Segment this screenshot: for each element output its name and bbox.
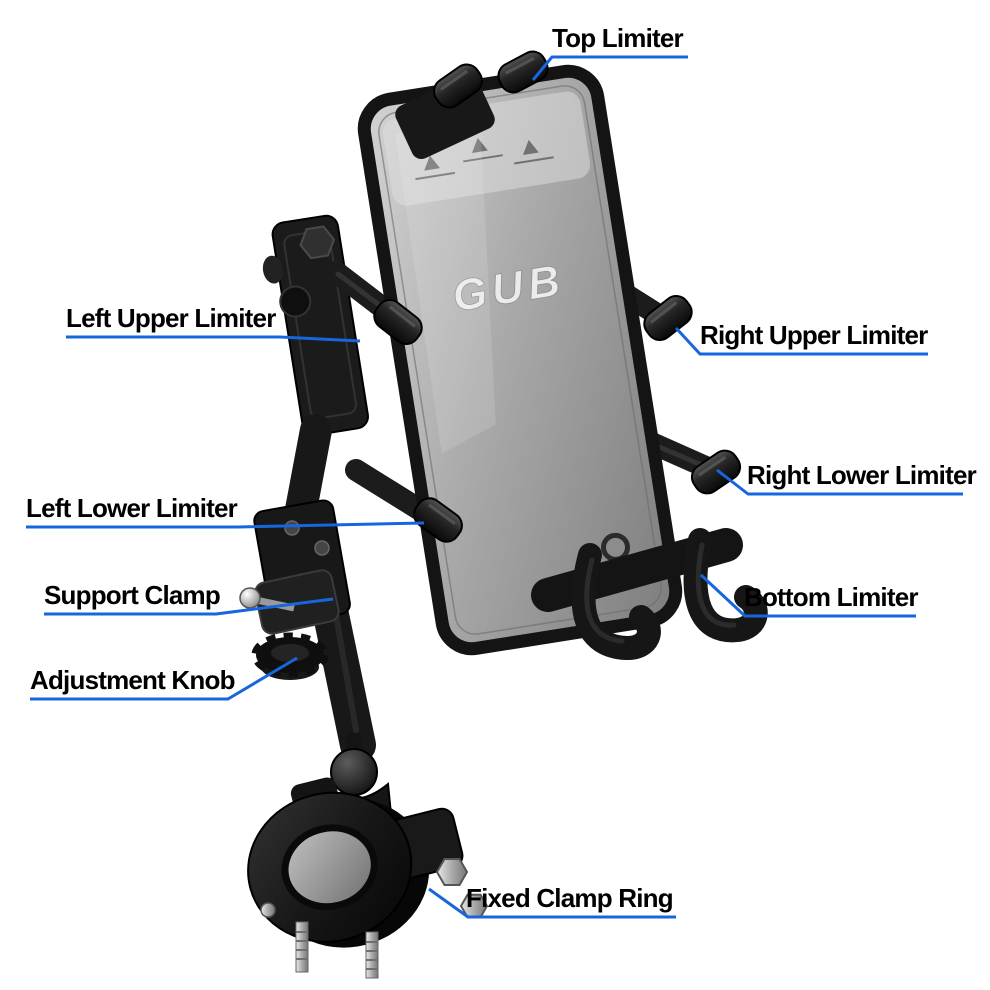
support-clamp-part: [239, 569, 340, 635]
grip-caps: [373, 50, 742, 543]
handlebar-cross-section: [281, 824, 378, 911]
right-upper-limiter-leader: [674, 326, 928, 356]
left-lower-limiter-cap: [413, 497, 463, 543]
screen-reflection: [395, 101, 496, 454]
support-clamp-ball: [239, 587, 261, 609]
label-right-lower-limiter: Right Lower Limiter: [747, 460, 977, 490]
bracket-hex-bolt: [299, 225, 336, 260]
clamp-screw-b: [365, 931, 379, 979]
bottom-limiter-leader: [699, 573, 916, 618]
bottom-limiter-hook-left: [571, 543, 661, 660]
label-support-clamp: Support Clamp: [44, 580, 221, 610]
bottom-cradle: [531, 528, 768, 660]
top-limiter-cap-b: [497, 50, 549, 94]
mounting-screws: [260, 858, 489, 979]
adjustment-knob-leader: [30, 656, 298, 701]
label-left-lower-limiter: Left Lower Limiter: [26, 493, 238, 523]
label-right-upper-limiter: Right Upper Limiter: [700, 320, 928, 350]
bracket-side-knob: [262, 255, 284, 284]
label-top-limiter: Top Limiter: [552, 23, 684, 53]
bottom-limiter-hook-right: [683, 528, 768, 643]
support-clamp-leader: [44, 597, 334, 616]
right-lower-limiter-leader: [716, 468, 963, 496]
top-limiter-leader: [531, 55, 688, 81]
label-fixed-clamp-ring: Fixed Clamp Ring: [466, 883, 674, 913]
left-lower-limiter-leader: [26, 521, 425, 529]
label-left-upper-limiter: Left Upper Limiter: [66, 303, 276, 333]
fixed-clamp-ring-part: [247, 777, 464, 948]
clamp-screw-a: [295, 921, 309, 973]
left-upper-limiter-leader: [66, 335, 361, 343]
top-limiter-cap-a: [433, 63, 483, 109]
label-adjustment-knob: Adjustment Knob: [30, 665, 235, 695]
right-lower-limiter-cap: [690, 449, 742, 495]
clamp-small-bolt: [260, 902, 276, 918]
clamp-cluster: [239, 499, 351, 680]
adjustment-knob-part: [251, 632, 329, 680]
annotation-lines: [26, 55, 963, 919]
left-upper-limiter-cap: [373, 299, 423, 345]
label-bottom-limiter: Bottom Limiter: [744, 582, 918, 612]
fixed-clamp-ring-leader: [428, 887, 676, 919]
clamp-hex-bolt-a: [435, 858, 469, 886]
linkage-arm: [284, 414, 376, 763]
alignment-marks: [415, 137, 554, 181]
